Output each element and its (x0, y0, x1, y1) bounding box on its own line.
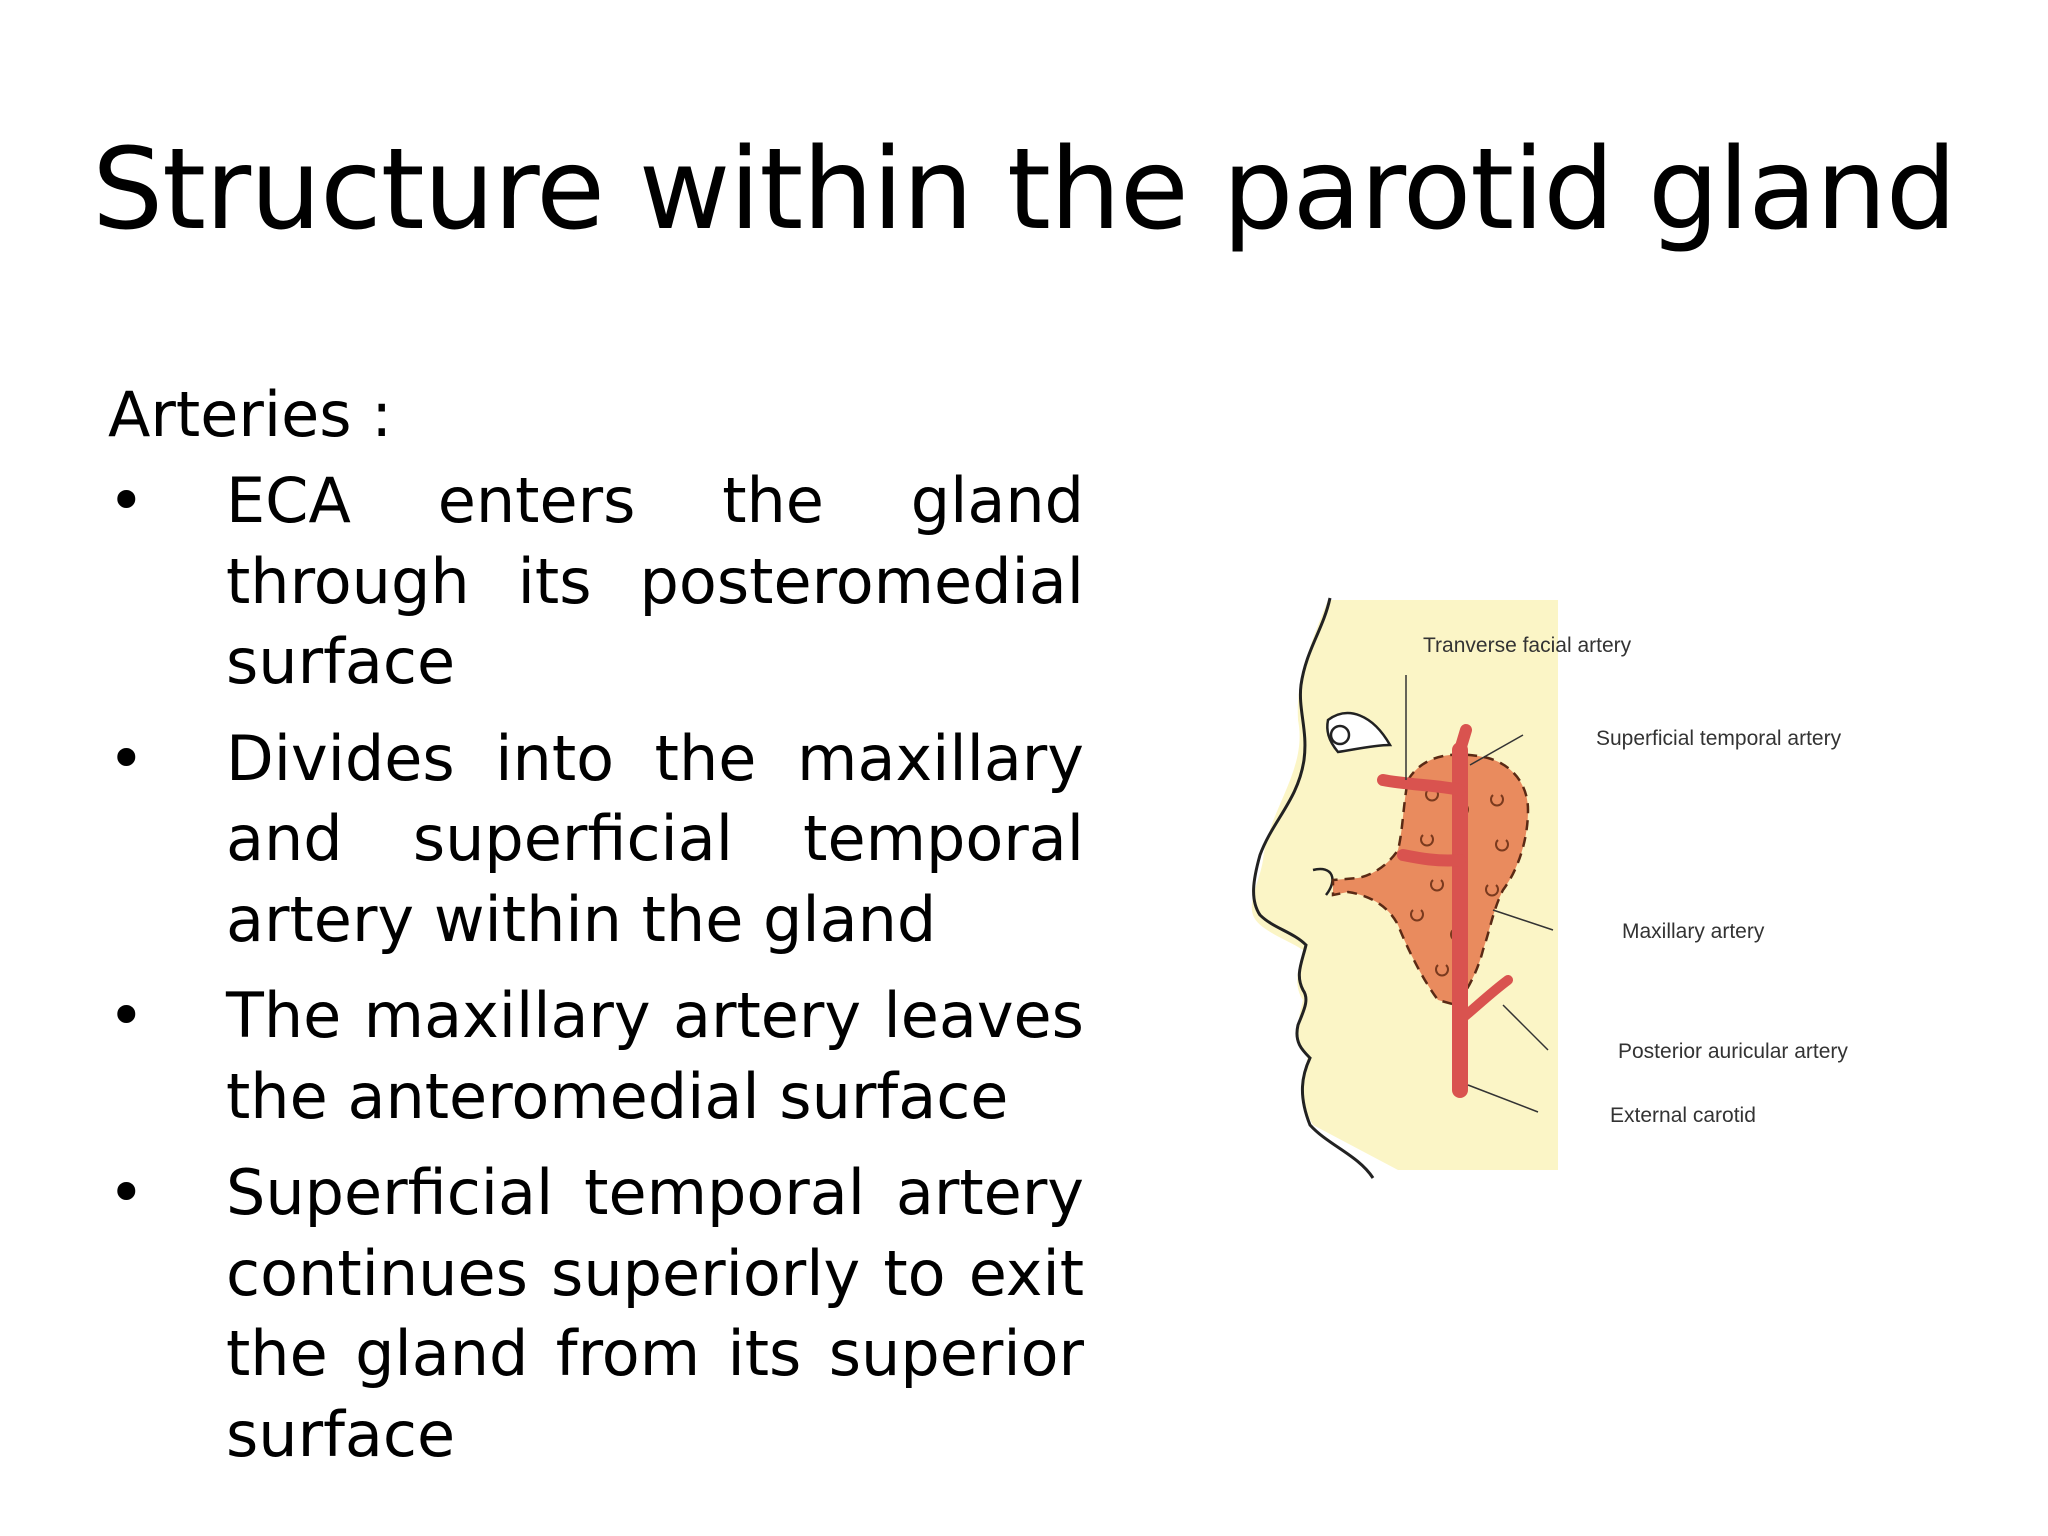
bullet-item: • Divides into the maxillary and superfi… (108, 719, 1084, 961)
label-transverse-facial: Tranverse facial artery (1423, 634, 1632, 657)
parotid-gland (1331, 753, 1530, 1007)
superficial-temporal-artery (1454, 724, 1472, 756)
bullet-text: ECA enters the gland through its postero… (226, 464, 1084, 698)
section-heading: Arteries : (108, 378, 393, 451)
bullet-item: • The maxillary artery leaves the antero… (108, 976, 1084, 1137)
slide-title: Structure within the parotid gland (92, 125, 1957, 255)
bullet-dot: • (108, 1156, 145, 1229)
arteries (1377, 724, 1513, 1098)
label-external-carotid: External carotid (1610, 1104, 1756, 1127)
label-maxillary: Maxillary artery (1622, 920, 1765, 943)
maxillary-artery (1397, 849, 1466, 867)
bullet-dot: • (108, 721, 145, 795)
bullet-text: Divides into the maxillary and superfici… (226, 721, 1084, 956)
transverse-facial-artery (1377, 774, 1466, 796)
bullet-item: • ECA enters the gland through its poste… (108, 461, 1084, 703)
bullet-dot: • (108, 464, 145, 537)
nostril (1312, 867, 1334, 896)
label-posterior-auricular: Posterior auricular artery (1618, 1040, 1848, 1063)
bullet-list: • ECA enters the gland through its poste… (108, 461, 1084, 1475)
leader-lines (1405, 675, 1554, 1113)
pupil (1329, 724, 1351, 746)
bullet-text: The maxillary artery leaves the anterome… (226, 979, 1084, 1133)
face-profile (1252, 597, 1375, 1179)
label-superficial-temporal: Superficial temporal artery (1596, 727, 1842, 750)
bullet-dot: • (108, 979, 145, 1052)
posterior-auricular-artery (1455, 975, 1513, 1025)
bullet-item: • Superficial temporal artery continues … (108, 1153, 1084, 1475)
text-content: Arteries : • ECA enters the gland throug… (108, 375, 1084, 1491)
bullet-text: Superficial temporal artery continues su… (226, 1156, 1084, 1471)
parotid-diagram: Tranverse facial artery Superficial temp… (1198, 580, 1938, 1180)
